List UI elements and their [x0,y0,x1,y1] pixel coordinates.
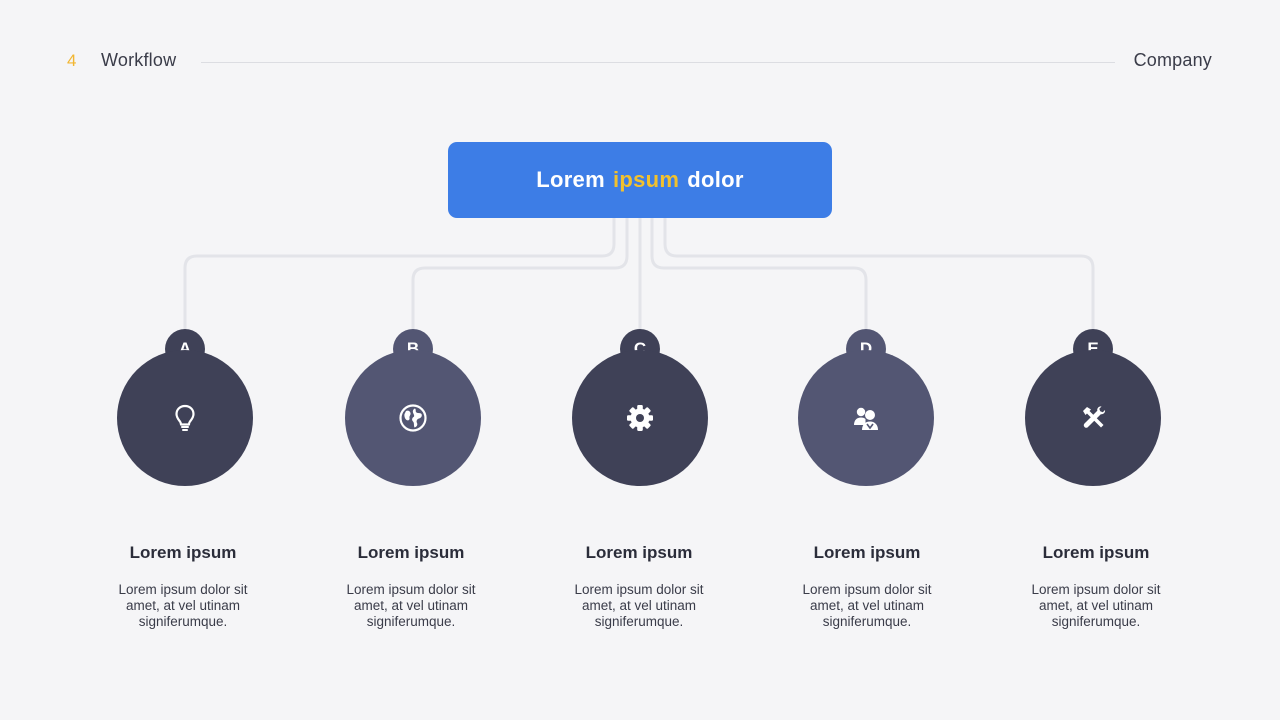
title-accent: ipsum [612,167,680,192]
label-e-text: Lorem ipsum dolor sit amet, at vel utina… [1031,582,1161,629]
label-c-text: Lorem ipsum dolor sit amet, at vel utina… [574,582,704,629]
section-title: Workflow [101,50,177,70]
node-b: B [345,329,481,486]
label-d: Lorem ipsum Lorem ipsum dolor sit amet, … [767,543,967,630]
connector-a [183,216,616,332]
node-e: E [1025,329,1161,486]
slide-header: 4 Workflow Company [0,0,1280,120]
label-a: Lorem ipsum Lorem ipsum dolor sit amet, … [83,543,283,630]
title-part-2: dolor [687,167,744,192]
tools-icon [1083,406,1106,428]
header-divider [201,62,1115,63]
title-part-1: Lorem [536,167,605,192]
connector-b [411,216,629,332]
connector-e [663,216,1095,332]
label-e-heading: Lorem ipsum [1042,543,1150,562]
node-d: D [798,329,934,486]
node-a: A [117,329,253,486]
node-circle-b [345,350,481,486]
globe-icon [399,404,427,432]
label-b-heading: Lorem ipsum [357,543,465,562]
node-circle-e [1025,350,1161,486]
page-number: 4 [67,51,77,70]
label-b-text: Lorem ipsum dolor sit amet, at vel utina… [346,582,476,629]
node-circle-a [117,350,253,486]
label-c-heading: Lorem ipsum [585,543,693,562]
gear-icon [627,405,653,431]
label-c: Lorem ipsum Lorem ipsum dolor sit amet, … [539,543,739,630]
label-a-text: Lorem ipsum dolor sit amet, at vel utina… [118,582,248,629]
node-c: C [572,329,708,486]
node-circle-c [572,350,708,486]
company-name: Company [1133,50,1212,70]
node-circle-d [798,350,934,486]
users-icon [854,407,878,430]
label-b: Lorem ipsum Lorem ipsum dolor sit amet, … [311,543,511,630]
lightbulb-icon [175,404,195,431]
connector-d [650,216,868,332]
root-title-box: Lorem ipsum dolor [448,142,832,218]
label-d-heading: Lorem ipsum [813,543,921,562]
label-d-text: Lorem ipsum dolor sit amet, at vel utina… [802,582,932,629]
label-e: Lorem ipsum Lorem ipsum dolor sit amet, … [996,543,1196,630]
label-a-heading: Lorem ipsum [129,543,237,562]
